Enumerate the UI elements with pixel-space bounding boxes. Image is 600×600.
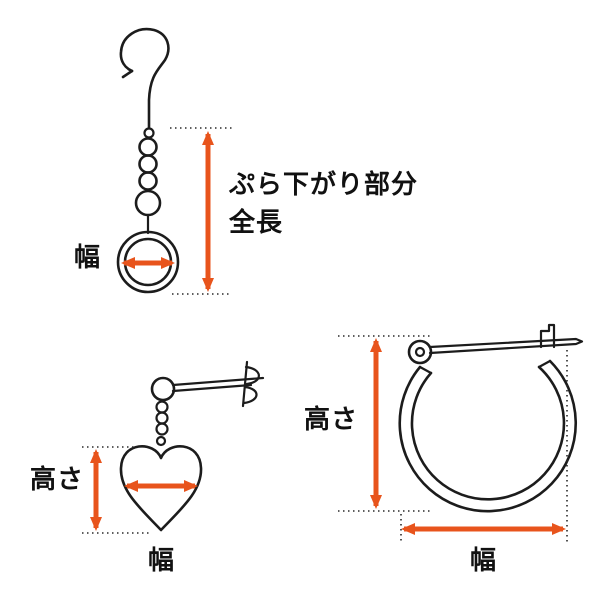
hoop-band-outer — [398, 359, 578, 513]
stud-post — [171, 376, 265, 393]
hoop-band-cap-left — [418, 365, 433, 375]
drop-measurements — [121, 127, 232, 295]
heart-measurements — [82, 446, 198, 534]
hoop-hinge — [407, 339, 433, 365]
stud-ball — [150, 376, 176, 402]
bead-2 — [138, 154, 158, 174]
connector-loop — [143, 127, 155, 139]
hoop-earring-illustration — [398, 323, 584, 513]
small-bead-2 — [155, 411, 169, 425]
hook-earring-illustration — [116, 27, 180, 294]
butterfly-back — [241, 360, 260, 408]
small-bead-1 — [155, 400, 169, 414]
heart-link-loop — [155, 435, 167, 447]
ear-hook-tip — [121, 69, 134, 79]
hoop-height-label: 高さ — [304, 405, 359, 435]
hoop-latch — [539, 323, 556, 349]
hoop-hinge-pin — [414, 346, 426, 358]
hoop-band-inner — [410, 365, 566, 501]
heart-height-label: 高さ — [30, 465, 85, 495]
bead-3 — [138, 171, 158, 191]
bead-4 — [134, 189, 162, 217]
drop-width-label: 幅 — [74, 243, 102, 273]
hoop-width-label: 幅 — [470, 546, 498, 576]
drop-length-label-line2: 全長 — [229, 208, 284, 238]
heart-charm — [119, 444, 203, 532]
drop-ring-outer — [116, 230, 180, 294]
hoop-pin — [428, 337, 584, 355]
ear-hook-wire — [119, 27, 170, 130]
hoop-measurements — [338, 335, 568, 543]
hoop-band-cap-right — [537, 359, 552, 369]
heart-earring-illustration — [119, 360, 265, 532]
drop-length-label-line1: ぷら下がり部分 — [229, 170, 419, 200]
bead-1 — [138, 137, 158, 157]
small-bead-3 — [155, 422, 169, 436]
heart-width-label: 幅 — [148, 546, 176, 576]
